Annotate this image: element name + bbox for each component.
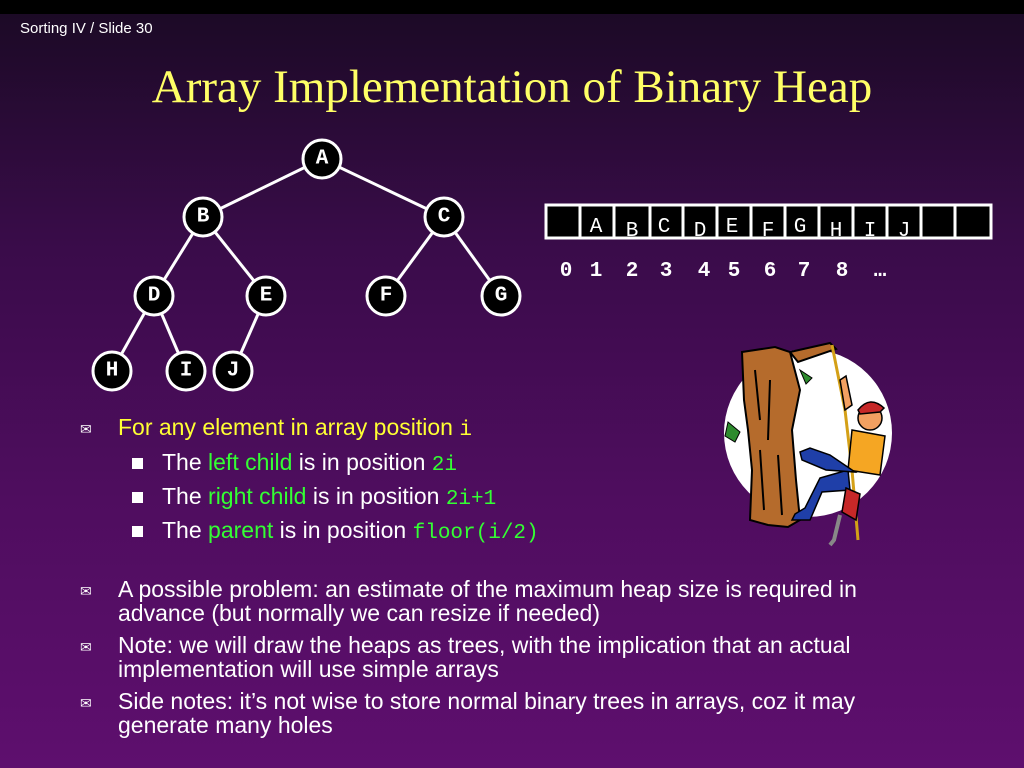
node-label: E: [260, 285, 273, 308]
array-index: 5: [728, 260, 741, 283]
sub-bullet-pre: The: [162, 449, 209, 475]
sub-bullet-mid: is in position: [273, 517, 413, 543]
bullet-envelope-icon: ✉: [80, 421, 92, 437]
array-index: …: [874, 260, 887, 283]
sub-bullet-mid: is in position: [292, 449, 432, 475]
square-bullet-icon: [132, 458, 143, 469]
sub-bullet-highlight: parent: [208, 517, 274, 543]
tree-node-c: C: [423, 196, 465, 238]
array-cell: I: [864, 220, 877, 243]
tree-node-f: F: [365, 275, 407, 317]
tree-node-e: E: [245, 275, 287, 317]
array-cell: B: [626, 220, 639, 243]
slide-title: Array Implementation of Binary Heap: [151, 61, 873, 113]
slide-label: Sorting IV / Slide 30: [20, 20, 153, 37]
sub-bullet-code: 2i+1: [445, 488, 497, 511]
array-index: 4: [698, 260, 711, 283]
lumberjack-illustration: [724, 341, 892, 547]
array-cell: E: [726, 216, 739, 239]
array-cell: H: [830, 220, 843, 243]
sub-bullet-mid: is in position: [306, 483, 446, 509]
sub-bullet-code: floor(i/2): [412, 522, 539, 545]
tree-node-g: G: [480, 275, 522, 317]
array-cell: C: [658, 216, 671, 239]
node-label: C: [438, 206, 451, 229]
node-label: J: [227, 360, 240, 383]
square-bullet-icon: [132, 492, 143, 503]
node-label: F: [380, 285, 393, 308]
bullet-envelope-icon: ✉: [80, 583, 92, 599]
note-text: Note: we will draw the heaps as trees, w…: [118, 632, 851, 682]
tree-node-i: I: [165, 350, 207, 392]
note-text: Side notes: it’s not wise to store norma…: [118, 688, 856, 738]
tree-node-j: J: [212, 350, 254, 392]
bullet-main-text: For any element in array position: [118, 414, 460, 440]
sub-bullet-highlight: left child: [208, 449, 293, 475]
tree-node-d: D: [133, 275, 175, 317]
sub-bullet-pre: The: [162, 483, 209, 509]
array-index: 3: [660, 260, 673, 283]
array-cell: J: [898, 220, 911, 243]
square-bullet-icon: [132, 526, 143, 537]
array-index: 1: [590, 260, 603, 283]
array-index: 8: [836, 260, 849, 283]
tree-node-a: A: [301, 138, 343, 180]
tree-node-b: B: [182, 196, 224, 238]
array-cell: A: [590, 216, 603, 239]
node-label: H: [106, 360, 119, 383]
bullet-main-var: i: [459, 419, 472, 442]
node-label: G: [495, 285, 508, 308]
tree-node-h: H: [91, 350, 133, 392]
note-text: A possible problem: an estimate of the m…: [118, 576, 857, 626]
array-index: 7: [798, 260, 811, 283]
array-cell: D: [694, 220, 707, 243]
heap-array: A B C D E F G H I J: [544, 203, 993, 243]
sub-bullet-highlight: right child: [208, 483, 307, 509]
node-label: I: [180, 360, 193, 383]
tree-edges: [110, 157, 503, 372]
sub-bullet-pre: The: [162, 517, 209, 543]
array-index: 0: [560, 260, 573, 283]
node-label: D: [148, 285, 161, 308]
node-label: B: [197, 206, 210, 229]
array-index: 6: [764, 260, 777, 283]
bullet-envelope-icon: ✉: [80, 695, 92, 711]
bullet-envelope-icon: ✉: [80, 639, 92, 655]
array-cell: F: [762, 220, 775, 243]
node-label: A: [316, 148, 329, 171]
array-index: 2: [626, 260, 639, 283]
sub-bullet-code: 2i: [431, 454, 457, 477]
array-cell: G: [794, 216, 807, 239]
array-indices: 0 1 2 3 4 5 6 7 8 …: [560, 260, 887, 283]
